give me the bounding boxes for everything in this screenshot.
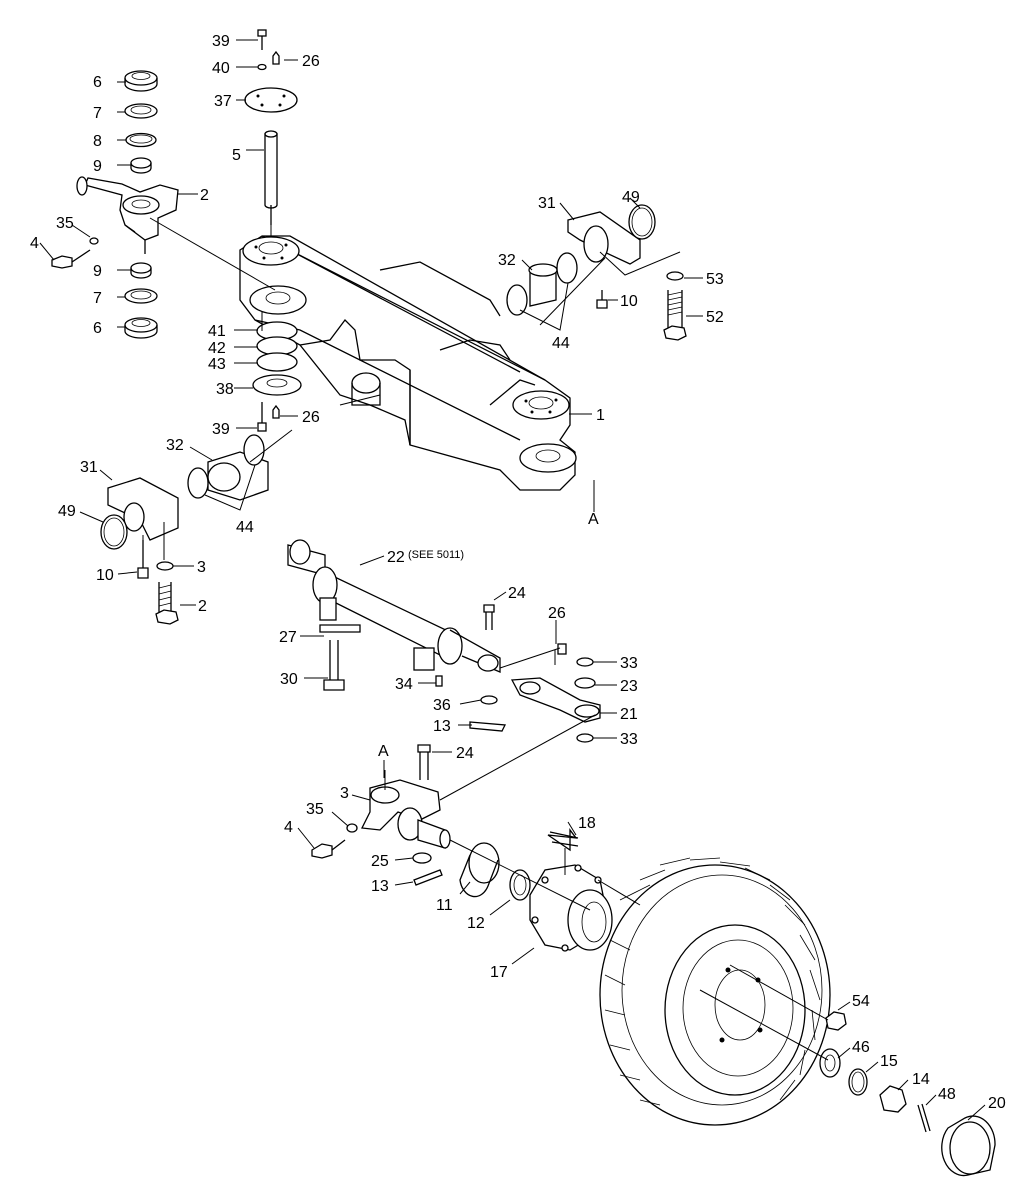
label-53: 53 <box>706 271 724 288</box>
label-27: 27 <box>279 629 297 646</box>
wheel-tyre <box>599 857 831 1126</box>
label-31: 31 <box>80 459 98 476</box>
label-A: A <box>378 743 389 760</box>
label-11: 11 <box>436 897 453 914</box>
label-2: 2 <box>198 598 207 615</box>
pivot-stack-top <box>244 29 298 225</box>
label-33: 33 <box>620 655 638 672</box>
label-7: 7 <box>93 105 102 122</box>
label-54: 54 <box>852 993 870 1010</box>
steering-arm <box>510 643 601 743</box>
label-33: 33 <box>620 731 638 748</box>
label-26: 26 <box>548 605 566 622</box>
label-4: 4 <box>284 819 293 836</box>
label-13: 13 <box>433 718 451 735</box>
label-49: 49 <box>622 189 640 206</box>
label-24: 24 <box>508 585 526 602</box>
pivot-stack-bottom <box>252 321 302 432</box>
label-36: 36 <box>433 697 451 714</box>
label-17: 17 <box>490 964 508 981</box>
label-10: 10 <box>96 567 114 584</box>
label-31: 31 <box>538 195 556 212</box>
label-10: 10 <box>620 293 638 310</box>
label-23: 23 <box>620 678 638 695</box>
label-22: 22 <box>387 549 405 566</box>
label-2: 2 <box>200 187 209 204</box>
label-A: A <box>588 511 599 528</box>
label-3: 3 <box>197 559 206 576</box>
label-18: 18 <box>578 815 596 832</box>
callout-labels: 39 40 26 37 5 6 7 8 9 2 35 4 9 7 6 31 49… <box>30 33 1006 1112</box>
label-39: 39 <box>212 33 230 50</box>
label-20: 20 <box>988 1095 1006 1112</box>
axle-beam <box>239 235 577 491</box>
steering-cylinder <box>287 539 507 732</box>
label-9: 9 <box>93 158 102 175</box>
label-5: 5 <box>232 147 241 164</box>
label-6: 6 <box>93 320 102 337</box>
label-21: 21 <box>620 706 638 723</box>
label-32: 32 <box>166 437 184 454</box>
assembly-lines <box>142 217 829 1061</box>
right-bracket-assembly <box>506 204 687 341</box>
label-6: 6 <box>93 74 102 91</box>
label-41: 41 <box>208 323 226 340</box>
label-42: 42 <box>208 340 226 357</box>
label-13: 13 <box>371 878 389 895</box>
wheel-hardware <box>819 1011 996 1177</box>
label-44: 44 <box>236 519 254 536</box>
label-26: 26 <box>302 409 320 426</box>
label-3: 3 <box>340 785 349 802</box>
label-52: 52 <box>706 309 724 326</box>
label-39: 39 <box>212 421 230 438</box>
label-48: 48 <box>938 1086 956 1103</box>
label-9: 9 <box>93 263 102 280</box>
label-8: 8 <box>93 133 102 150</box>
label-26: 26 <box>302 53 320 70</box>
label-37: 37 <box>214 93 232 110</box>
label-43: 43 <box>208 356 226 373</box>
label-1: 1 <box>596 407 605 424</box>
label-34: 34 <box>395 676 413 693</box>
left-knuckle-stack <box>51 70 179 339</box>
hub-assembly <box>459 828 613 952</box>
label-40: 40 <box>212 60 230 77</box>
left-bracket-assembly <box>100 434 269 625</box>
label-7: 7 <box>93 290 102 307</box>
lower-knuckle <box>311 744 451 886</box>
label-38: 38 <box>216 381 234 398</box>
label-24: 24 <box>456 745 474 762</box>
label-35: 35 <box>306 801 324 818</box>
label-12: 12 <box>467 915 485 932</box>
label-35: 35 <box>56 215 74 232</box>
leader-lines <box>39 39 986 1121</box>
label-32: 32 <box>498 252 516 269</box>
label-4: 4 <box>30 235 39 252</box>
label-15: 15 <box>880 1053 898 1070</box>
label-25: 25 <box>371 853 389 870</box>
label-44: 44 <box>552 335 570 352</box>
label-46: 46 <box>852 1039 870 1056</box>
label-49: 49 <box>58 503 76 520</box>
see-reference-note: (SEE 5011) <box>408 549 464 561</box>
label-14: 14 <box>912 1071 930 1088</box>
label-30: 30 <box>280 671 298 688</box>
